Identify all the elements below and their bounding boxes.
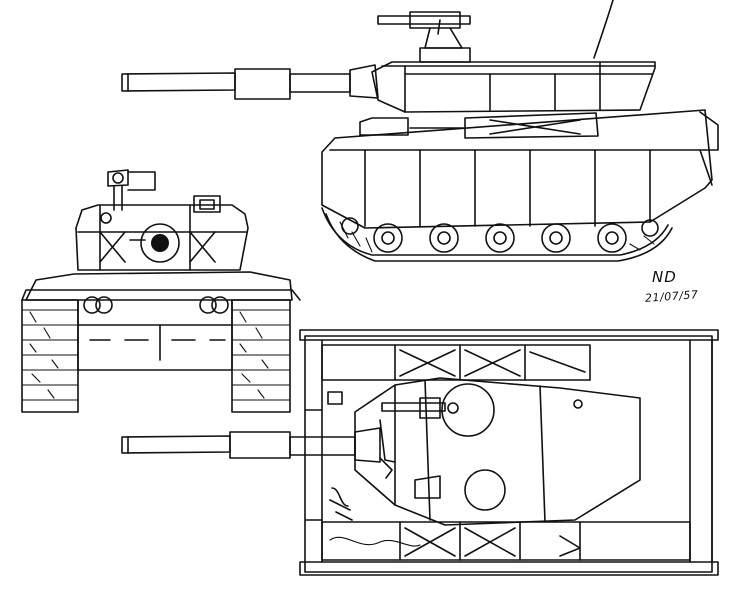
side-view — [122, 0, 718, 261]
side-hull — [322, 110, 718, 228]
top-hull-details — [328, 392, 582, 520]
front-track-left — [22, 300, 78, 412]
top-left-fender — [322, 345, 590, 380]
front-headlights — [84, 297, 228, 313]
side-machine-gun — [378, 12, 470, 62]
side-turret — [372, 62, 655, 112]
front-track-right — [232, 300, 290, 412]
top-right-fender — [322, 522, 690, 560]
top-view — [122, 330, 718, 575]
side-upper-hull — [360, 113, 598, 138]
top-turret — [355, 378, 640, 525]
side-antenna — [594, 0, 613, 58]
front-view — [22, 170, 300, 412]
side-gun-barrel — [122, 65, 378, 99]
front-hatch — [194, 196, 220, 212]
front-machine-gun — [108, 170, 155, 210]
front-turret — [76, 205, 248, 270]
artist-signature: ND — [652, 268, 677, 286]
side-tracks — [322, 208, 672, 261]
side-road-wheels — [342, 218, 658, 252]
top-machine-gun — [382, 398, 458, 418]
top-gun-barrel — [122, 428, 380, 462]
top-hull — [300, 330, 718, 575]
